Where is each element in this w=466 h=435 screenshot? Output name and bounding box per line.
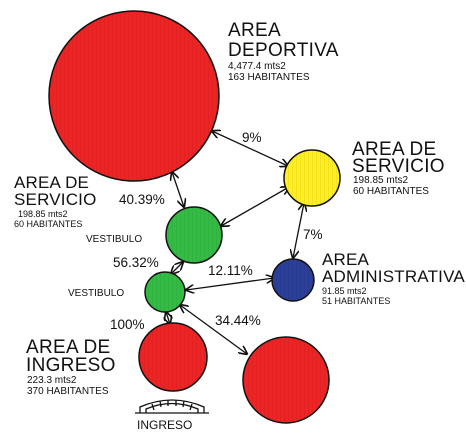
administrativa-size: 91.85 mts2 — [322, 286, 367, 296]
arrow-servicio-admin — [293, 203, 304, 258]
deportiva-title-2: DEPORTIVA — [228, 40, 339, 61]
servicio-left-title-1: AREA DE — [14, 173, 90, 192]
pct-deportiva-vestibulo: 40.39% — [119, 192, 165, 207]
ingreso-people: 370 HABITANTES — [27, 386, 109, 397]
servicio-left-size: 198.85 mts2 — [18, 209, 68, 219]
arrow-ingreso-vestibulo — [166, 312, 170, 324]
arrow-deportiva-servicio — [212, 131, 288, 166]
pct-deportiva-servicio: 9% — [242, 130, 262, 145]
area-deportiva-circle — [48, 10, 220, 182]
servicio-right-title-1: AREA DE — [352, 139, 437, 160]
arrow-vestibulo-vestibulo — [171, 262, 183, 274]
vestibulo-label-2: VESTIBULO — [68, 288, 125, 299]
vestibulo-circle-1 — [165, 206, 223, 264]
arrow-deportiva-vestibulo — [172, 172, 184, 207]
servicio-right-size: 198.85 mts2 — [353, 175, 409, 186]
vestibulo-circle-2 — [144, 271, 186, 313]
ingreso-size: 223.3 mts2 — [27, 375, 77, 386]
entrance-arch-icon — [135, 399, 209, 414]
area-servicio-circle — [283, 149, 341, 207]
area-ingreso-circle — [138, 322, 208, 392]
area-administrativa-circle — [271, 258, 315, 302]
pct-servicio-admin: 7% — [303, 227, 323, 242]
vestibulo-label-1: VESTIBULO — [86, 234, 143, 245]
servicio-right-people: 60 HABITANTES — [353, 186, 429, 197]
deportiva-people: 163 HABITANTES — [228, 72, 310, 83]
area-unlabeled-circle — [242, 336, 330, 424]
arrow-servicio-vestibulo — [221, 187, 289, 226]
pct-vestibulo-admin: 12.11% — [208, 263, 253, 278]
pct-vestibulo-red: 34.44% — [215, 313, 261, 328]
administrativa-title-1: AREA — [322, 250, 370, 269]
servicio-left-title-2: SERVICIO — [14, 190, 97, 209]
ingreso-title-2: INGRESO — [26, 355, 116, 376]
pct-vestibulo-vestibulo: 56.32% — [113, 255, 159, 270]
ingreso-entry-label: INGRESO — [137, 418, 193, 432]
administrativa-title-2: ADMINISTRATIVA — [322, 267, 465, 286]
pct-ingreso-vestibulo: 100% — [110, 317, 145, 332]
servicio-right-title-2: SERVICIO — [352, 156, 445, 177]
ingreso-title-1: AREA DE — [26, 337, 111, 358]
servicio-left-people: 60 HABITANTES — [14, 219, 83, 229]
deportiva-size: 4,477.4 mts2 — [228, 61, 286, 72]
administrativa-people: 51 HABITANTES — [322, 296, 391, 306]
deportiva-title-1: AREA — [228, 20, 281, 41]
arrow-vestibulo-admin — [186, 278, 274, 290]
arrow-vestibulo-red — [180, 305, 247, 354]
